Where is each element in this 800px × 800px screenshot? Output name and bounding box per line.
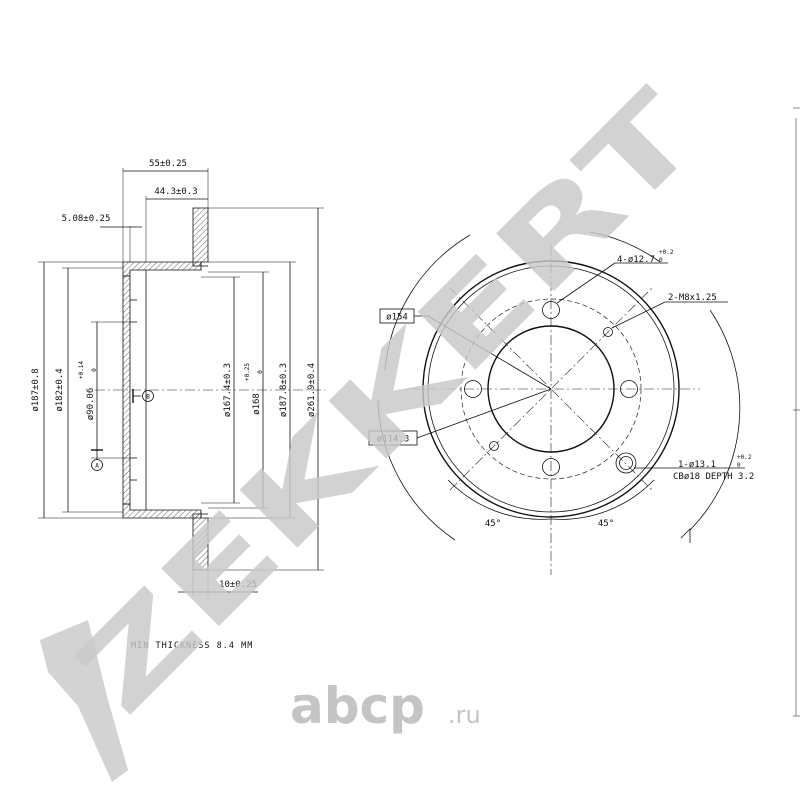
pcd114-leader xyxy=(416,388,552,439)
dim-d90-base: ø90.06 xyxy=(86,388,96,421)
outer-arc-left-top xyxy=(384,234,471,371)
dim-d182: ø182±0.4 xyxy=(55,368,65,411)
pcd114-label: ø114.3 xyxy=(377,435,410,445)
dim-d90-tol-upper: +0.14 xyxy=(78,361,85,379)
dim-d187-8: ø187.8±0.3 xyxy=(279,363,289,417)
pcd154-leader-b xyxy=(427,315,552,390)
datum-b-label: B xyxy=(146,394,150,401)
bolt-holes-tol-upper: +0.2 xyxy=(659,249,674,256)
site-watermark: abcp .ru xyxy=(290,677,481,735)
dim-d168-tol-upper: +0.25 xyxy=(244,363,251,381)
bolt-holes-tol-lower: 0 xyxy=(659,257,663,264)
dim-disc-thickness: 10±0.25 xyxy=(219,580,257,590)
angle-left-label: 45° xyxy=(485,519,501,529)
dim-hub-depth: 44.3±0.3 xyxy=(154,187,197,197)
rotation-arrow-icon xyxy=(680,528,691,543)
front-axis-diag-1 xyxy=(449,287,653,491)
site-watermark-suffix: .ru xyxy=(448,701,481,729)
thread-hole-1 xyxy=(603,327,613,337)
outer-arc-right xyxy=(689,309,741,531)
datum-a-circle xyxy=(91,459,103,471)
dim-d261: ø261.9±0.4 xyxy=(307,363,317,417)
outer-arc-top-right xyxy=(589,231,661,263)
dim-hat-wall: 5.08±0.25 xyxy=(62,214,111,224)
dim-d168-base: ø168 xyxy=(252,393,262,415)
pin-hole-cb xyxy=(615,452,637,474)
hat-top-section xyxy=(122,261,202,277)
frame-marks xyxy=(793,107,800,717)
dim-d168-tol-lower: 0 xyxy=(257,370,264,374)
bolt-hole-left xyxy=(464,380,482,398)
angle-arc-left xyxy=(447,479,552,520)
dim-d167: ø167.4±0.3 xyxy=(223,363,233,417)
disc-ring-top xyxy=(192,207,209,267)
pin-hole-tol-lower: 0 xyxy=(737,462,741,469)
angle-right-label: 45° xyxy=(598,519,614,529)
bolt-holes-label: 4-ø12.7 xyxy=(617,255,655,265)
front-view: 4-ø12.7 +0.2 0 2-M8x1.25 1-ø13.1 +0.2 0 … xyxy=(368,231,754,575)
angle-arc-right xyxy=(550,479,655,520)
leader-bolt xyxy=(556,262,616,304)
hat-wall-section xyxy=(122,275,131,505)
bolt-hole-top xyxy=(542,301,560,319)
watermark-logo-mark xyxy=(40,620,128,782)
dim-d90-tol-lower: 0 xyxy=(91,368,98,372)
threads-label: 2-M8x1.25 xyxy=(668,293,717,303)
datum-b-circle xyxy=(142,390,154,402)
side-view: 55±0.25 44.3±0.3 5.08±0.25 10±0.25 ø187±… xyxy=(31,159,325,596)
pin-hole-label: 1-ø13.1 xyxy=(678,460,716,470)
brand-watermark: ZEKKERT xyxy=(40,67,724,782)
bolt-hole-bottom xyxy=(542,458,560,476)
outer-arc-left-bottom xyxy=(377,399,456,541)
counterbore-label: CBø18 DEPTH 3.2 xyxy=(673,472,754,482)
thread-hole-2 xyxy=(489,441,499,451)
pcd154-label: ø154 xyxy=(386,313,408,323)
site-watermark-main: abcp xyxy=(290,677,425,735)
bolt-hole-right xyxy=(620,380,638,398)
datum-a-label: A xyxy=(95,463,99,470)
dim-d187: ø187±0.8 xyxy=(31,368,41,411)
pin-hole-tol-upper: +0.2 xyxy=(737,454,752,461)
min-thickness-note: MIN THICKNESS 8.4 MM xyxy=(131,641,253,651)
dim-overall-width: 55±0.25 xyxy=(149,159,187,169)
leader-thread xyxy=(611,301,666,329)
pin-hole xyxy=(619,456,633,470)
